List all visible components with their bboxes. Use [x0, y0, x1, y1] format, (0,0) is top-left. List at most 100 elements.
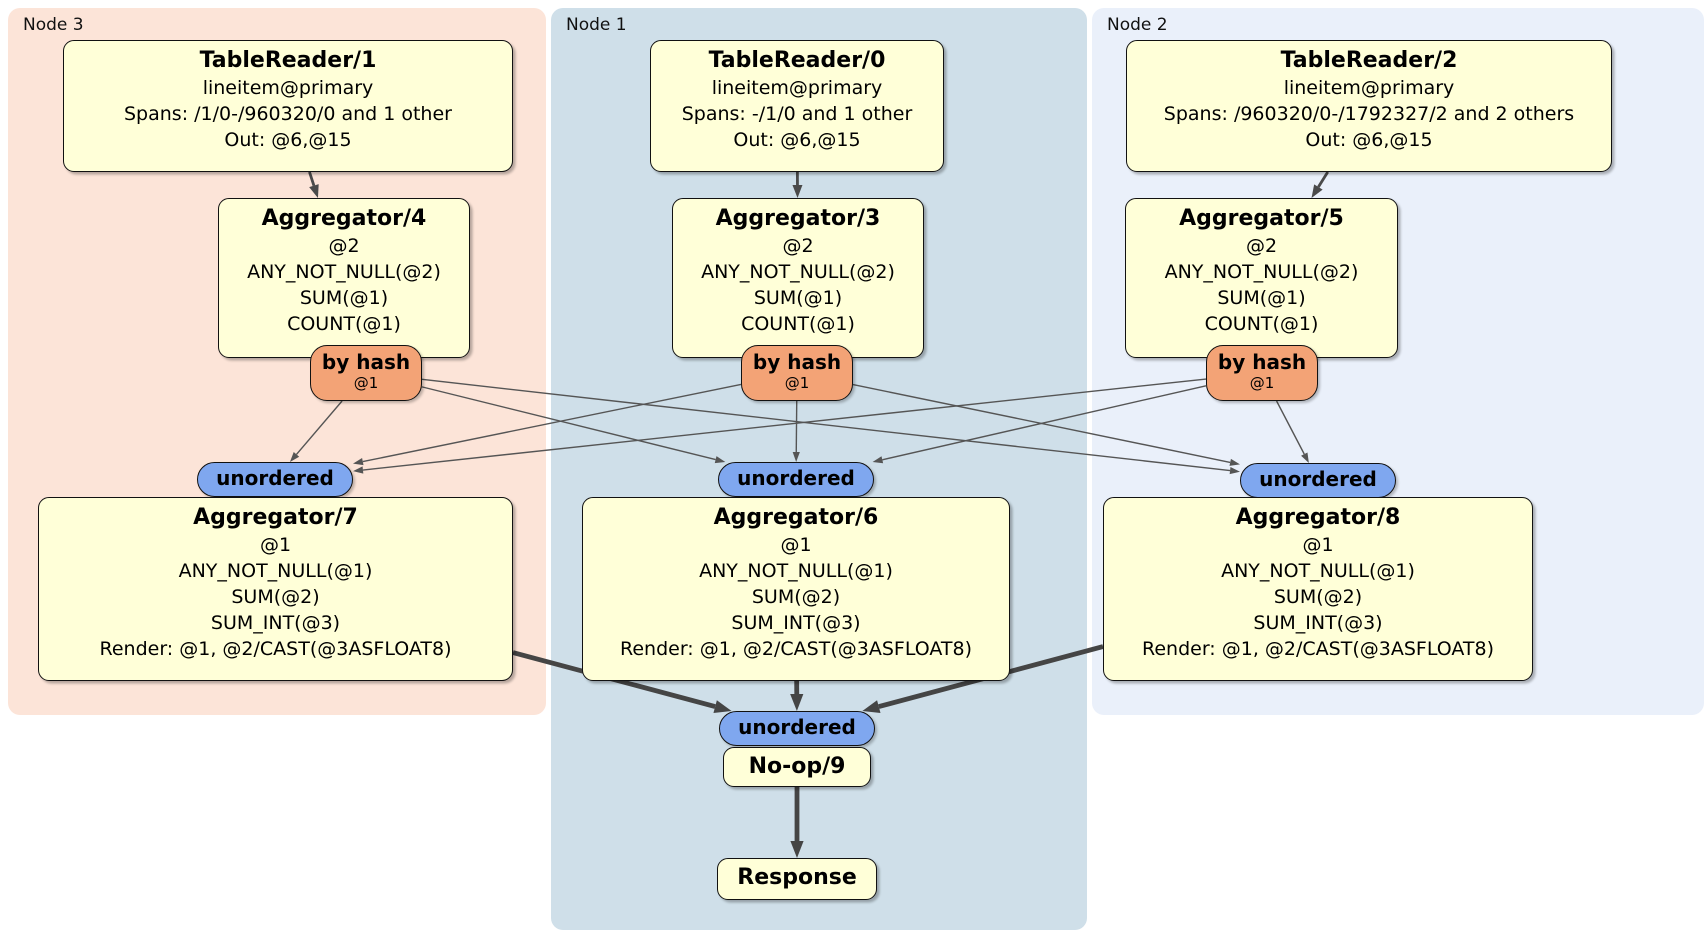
processor-detail: @1	[780, 534, 812, 556]
edge-hash2-to-u2	[1275, 400, 1305, 455]
processor-detail: SUM(@2)	[751, 586, 841, 608]
processor-title: Aggregator/4	[261, 206, 427, 231]
processor-title: Aggregator/6	[713, 505, 879, 530]
processor-detail: Spans: /960320/0-/1792327/2 and 2 others	[1163, 103, 1575, 125]
processor-detail: lineitem@primary	[202, 77, 374, 99]
edge-tr2-to-agg5	[1317, 171, 1329, 188]
arrowhead-hash2-to-u1	[872, 456, 884, 464]
router-label: by hash	[321, 350, 411, 374]
region-label: Node 1	[566, 15, 627, 35]
processor-title: TableReader/2	[1280, 48, 1458, 73]
region-label: Node 2	[1107, 15, 1168, 35]
processor-detail: Render: @1, @2/CAST(@3ASFLOAT8)	[620, 638, 972, 660]
processor-title: TableReader/1	[199, 48, 377, 73]
processor-detail: ANY_NOT_NULL(@1)	[1221, 560, 1415, 582]
processor-detail: ANY_NOT_NULL(@1)	[699, 560, 893, 582]
processor-detail: @1	[259, 534, 292, 556]
processor-detail: ANY_NOT_NULL(@2)	[701, 261, 895, 283]
processor-tablereader-2: TableReader/2 lineitem@primary Spans: /9…	[1126, 40, 1612, 172]
arrowhead-hash2-to-u3	[353, 466, 364, 474]
arrowhead-hash3-to-u3	[289, 452, 300, 462]
processor-detail: Out: @6,@15	[733, 129, 861, 151]
stream-label: unordered	[738, 715, 856, 739]
processor-detail: SUM_INT(@3)	[731, 612, 861, 634]
router-by-hash: by hash @1	[1206, 345, 1318, 401]
stream-label: unordered	[1259, 467, 1377, 491]
processor-detail: @2	[1245, 235, 1278, 257]
processor-detail: lineitem@primary	[711, 77, 883, 99]
router-columns: @1	[784, 374, 810, 392]
processor-aggregator-8: Aggregator/8 @1 ANY_NOT_NULL(@1) SUM(@2)…	[1103, 497, 1533, 681]
edge-hash3-to-u1	[421, 386, 716, 461]
arrowhead-hash3-to-u1	[714, 456, 726, 464]
stream-unordered: unordered	[197, 462, 353, 497]
processor-detail: Render: @1, @2/CAST(@3ASFLOAT8)	[1142, 638, 1494, 660]
arrowhead-agg6-to-ufinal	[790, 693, 804, 711]
processor-detail: Spans: -/1/0 and 1 other	[681, 103, 913, 125]
stream-unordered: unordered	[1240, 463, 1396, 498]
processor-detail: lineitem@primary	[1283, 77, 1455, 99]
arrowhead-hash2-to-u2	[1301, 452, 1309, 463]
processor-title: Aggregator/7	[193, 505, 358, 530]
processor-detail: Out: @6,@15	[1305, 129, 1433, 151]
processor-detail: ANY_NOT_NULL(@1)	[178, 560, 373, 582]
processor-detail: COUNT(@1)	[741, 313, 855, 335]
stream-label: unordered	[216, 466, 334, 490]
processor-title: No-op/9	[748, 754, 846, 779]
region-label: Node 3	[23, 15, 84, 35]
processor-detail: @2	[782, 235, 814, 257]
stream-label: unordered	[737, 466, 855, 490]
arrowhead-tr1-to-agg4	[309, 184, 319, 198]
processor-detail: SUM(@2)	[231, 586, 320, 608]
processor-detail: Spans: /1/0-/960320/0 and 1 other	[124, 103, 452, 125]
processor-detail: @1	[1302, 534, 1334, 556]
processor-aggregator-5: Aggregator/5 @2 ANY_NOT_NULL(@2) SUM(@1)…	[1125, 198, 1398, 358]
arrowhead-tr2-to-agg5	[1311, 184, 1323, 198]
arrowhead-noop9-to-response	[790, 841, 804, 858]
processor-title: Aggregator/5	[1179, 206, 1344, 231]
arrowhead-tr0-to-agg3	[792, 184, 803, 198]
processor-title: Aggregator/3	[715, 206, 881, 231]
edge-tr1-to-agg4	[308, 171, 316, 187]
router-by-hash: by hash @1	[310, 345, 422, 401]
processor-response: Response	[717, 858, 877, 900]
processor-detail: SUM_INT(@3)	[1253, 612, 1383, 634]
processor-detail: Render: @1, @2/CAST(@3ASFLOAT8)	[99, 638, 452, 660]
edge-hash1-to-u3	[362, 383, 742, 463]
arrowhead-hash1-to-u3	[353, 458, 364, 466]
processor-detail: COUNT(@1)	[287, 313, 401, 335]
processor-detail: @2	[328, 235, 360, 257]
router-columns: @1	[1249, 374, 1275, 392]
router-label: by hash	[752, 350, 842, 374]
processor-no-op-9: No-op/9	[723, 747, 871, 787]
edge-hash2-to-u3	[362, 378, 1207, 471]
edge-hash3-to-u3	[295, 400, 343, 455]
arrowhead-hash3-to-u2	[1229, 466, 1240, 475]
router-label: by hash	[1217, 350, 1307, 374]
processor-title: Response	[737, 865, 857, 890]
stream-unordered: unordered	[718, 462, 874, 497]
processor-title: TableReader/0	[708, 48, 886, 73]
router-columns: @1	[353, 374, 379, 392]
processor-aggregator-7: Aggregator/7 @1 ANY_NOT_NULL(@1) SUM(@2)…	[38, 497, 513, 681]
processor-tablereader-0: TableReader/0 lineitem@primary Spans: -/…	[650, 40, 944, 172]
processor-aggregator-3: Aggregator/3 @2 ANY_NOT_NULL(@2) SUM(@1)…	[672, 198, 924, 358]
processor-detail: SUM(@1)	[299, 287, 389, 309]
processor-aggregator-6: Aggregator/6 @1 ANY_NOT_NULL(@1) SUM(@2)…	[582, 497, 1010, 681]
stream-unordered: unordered	[719, 711, 875, 746]
edge-hash2-to-u1	[882, 385, 1207, 461]
processor-detail: SUM(@2)	[1273, 586, 1363, 608]
processor-detail: SUM_INT(@3)	[210, 612, 341, 634]
processor-detail: Out: @6,@15	[224, 129, 352, 151]
processor-detail: ANY_NOT_NULL(@2)	[247, 261, 441, 283]
processor-tablereader-1: TableReader/1 lineitem@primary Spans: /1…	[63, 40, 513, 172]
router-by-hash: by hash @1	[741, 345, 853, 401]
processor-detail: COUNT(@1)	[1204, 313, 1319, 335]
processor-detail: ANY_NOT_NULL(@2)	[1164, 261, 1359, 283]
arrowhead-hash1-to-u1	[792, 451, 800, 462]
arrowhead-hash1-to-u2	[1229, 458, 1240, 466]
edge-hash3-to-u2	[421, 378, 1231, 472]
processor-title: Aggregator/8	[1235, 505, 1401, 530]
arrowhead-agg8-to-ufinal	[862, 700, 881, 713]
